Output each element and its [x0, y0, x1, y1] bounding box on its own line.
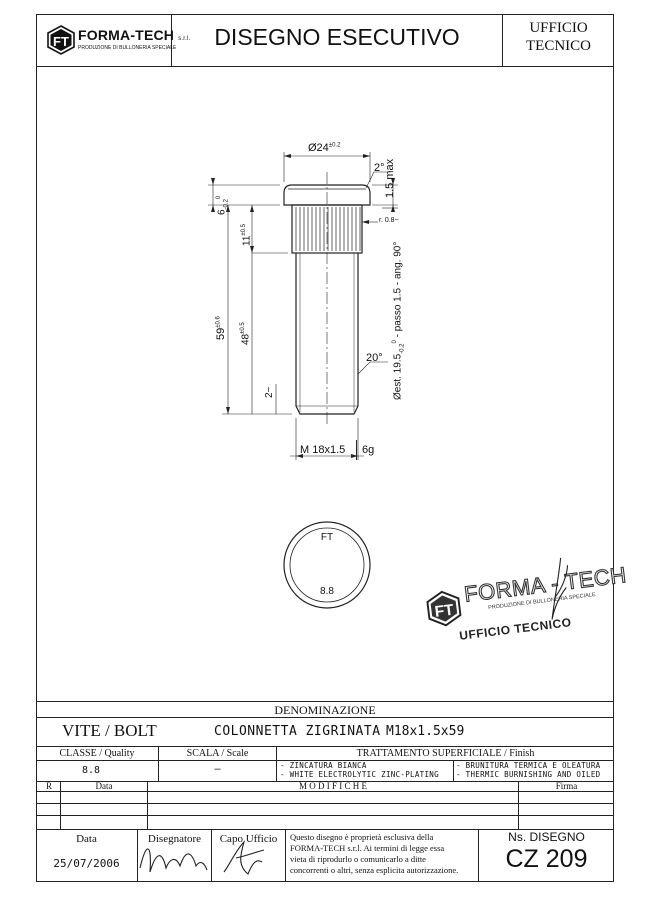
- tb-vsep-6: [518, 781, 519, 829]
- end-view-inner: [289, 527, 365, 603]
- tb-vsep-8: [211, 829, 212, 882]
- tb-vsep-3: [453, 760, 454, 781]
- class-label: CLASSE / Quality: [59, 748, 135, 759]
- drawing-number-label: Ns. DISEGNO: [508, 830, 585, 844]
- head-mark-bottom: 8.8: [320, 586, 334, 597]
- dim-radius: r. 0.8~: [379, 217, 399, 224]
- rev-label: R: [46, 781, 53, 791]
- logo-suffix: s.r.l.: [178, 36, 191, 42]
- tb-vsep-7: [137, 829, 138, 882]
- office-label: UFFICIO TECNICO: [503, 19, 614, 55]
- dim-tip-angle: 20°: [366, 352, 383, 364]
- part-size: M18x1.5x59: [386, 724, 465, 739]
- office-line-2: TECNICO: [526, 38, 591, 54]
- logo-tagline: PRODUZIONE DI BULLONERIA SPECIALE: [78, 45, 177, 51]
- head-mark-top: FT: [320, 532, 334, 543]
- firma-label: Firma: [555, 781, 578, 791]
- svg-text:FT: FT: [434, 602, 455, 621]
- document-title: DISEGNO ESECUTIVO: [214, 24, 460, 50]
- tb-line-2: [36, 717, 614, 718]
- tb-vsep-10: [478, 829, 479, 882]
- tb-vsep-2: [276, 746, 277, 781]
- denominazione-label: DENOMINAZIONE: [274, 703, 376, 717]
- stamp-signature: [551, 557, 569, 620]
- thread-label: M 18x1.5: [300, 444, 346, 456]
- scale-value: –: [214, 763, 221, 775]
- tb-vsep-4: [60, 781, 61, 829]
- tb-line-1: [36, 701, 614, 702]
- date-label: Data: [76, 833, 97, 845]
- ownership-notice: Questo disegno è proprietà esclusiva del…: [290, 832, 459, 875]
- logo-name: FORMA-TECH: [78, 27, 175, 43]
- logo-hexagon-icon: FT: [47, 25, 75, 55]
- drawing-number: CZ 209: [505, 845, 588, 873]
- header-divider: [36, 66, 614, 67]
- chief-signature: [223, 840, 265, 875]
- tb-line-6: [36, 791, 614, 792]
- dim-chamfer-angle: 2°: [374, 162, 385, 174]
- designer-label: Disegnatore: [147, 833, 202, 845]
- designer-signature: [139, 848, 208, 873]
- chief-label: Capo Ufficio: [219, 833, 278, 845]
- part-type: VITE / BOLT: [62, 721, 157, 740]
- part-name: COLONNETTA ZIGRINATA: [214, 724, 381, 739]
- modifiche-label: M O D I F I C H E: [298, 781, 367, 791]
- tb-line-5: [36, 781, 614, 782]
- tb-vsep-9: [285, 829, 286, 882]
- scale-label: SCALA / Scale: [186, 748, 249, 759]
- header-sep-2: [502, 14, 503, 66]
- office-stamp: FT FORMA - TECH PRODUZIONE DI BULLONERIA…: [422, 557, 628, 651]
- bolt-head: [283, 184, 371, 206]
- date-value: 25/07/2006: [53, 857, 120, 870]
- rev-date-label: Data: [95, 781, 113, 791]
- thread-separator: [356, 440, 357, 460]
- tb-line-8: [36, 815, 614, 816]
- dim-head-diameter: Ø24±0.2: [308, 142, 341, 154]
- svg-text:FT: FT: [53, 34, 69, 49]
- tb-vsep-5: [147, 781, 148, 829]
- tb-line-3: [36, 746, 614, 747]
- company-logo: FT FORMA-TECH s.r.l. PRODUZIONE DI BULLO…: [46, 25, 190, 57]
- drawing-frame: [36, 14, 614, 882]
- class-value: 8.8: [82, 765, 101, 776]
- treatment-label: TRATTAMENTO SUPERFICIALE / Finish: [356, 748, 535, 759]
- end-view-outer: [283, 521, 371, 609]
- treatment-option-1: - ZINCATURA BIANCA- WHITE ELECTROLYTIC Z…: [280, 761, 439, 779]
- office-line-1: UFFICIO: [529, 20, 588, 36]
- tb-vsep-1: [158, 746, 159, 781]
- tb-line-4: [36, 760, 614, 761]
- knurl-lines: [295, 207, 361, 251]
- tb-line-7: [36, 803, 614, 804]
- header-sep-1: [171, 14, 172, 66]
- thread-class: 6g: [362, 444, 375, 456]
- tb-line-9: [36, 829, 614, 830]
- stamp-logo-icon: FT: [426, 590, 462, 627]
- treatment-option-2: - BRUNITURA TERMICA E OLEATURA- THERMIC …: [456, 761, 601, 779]
